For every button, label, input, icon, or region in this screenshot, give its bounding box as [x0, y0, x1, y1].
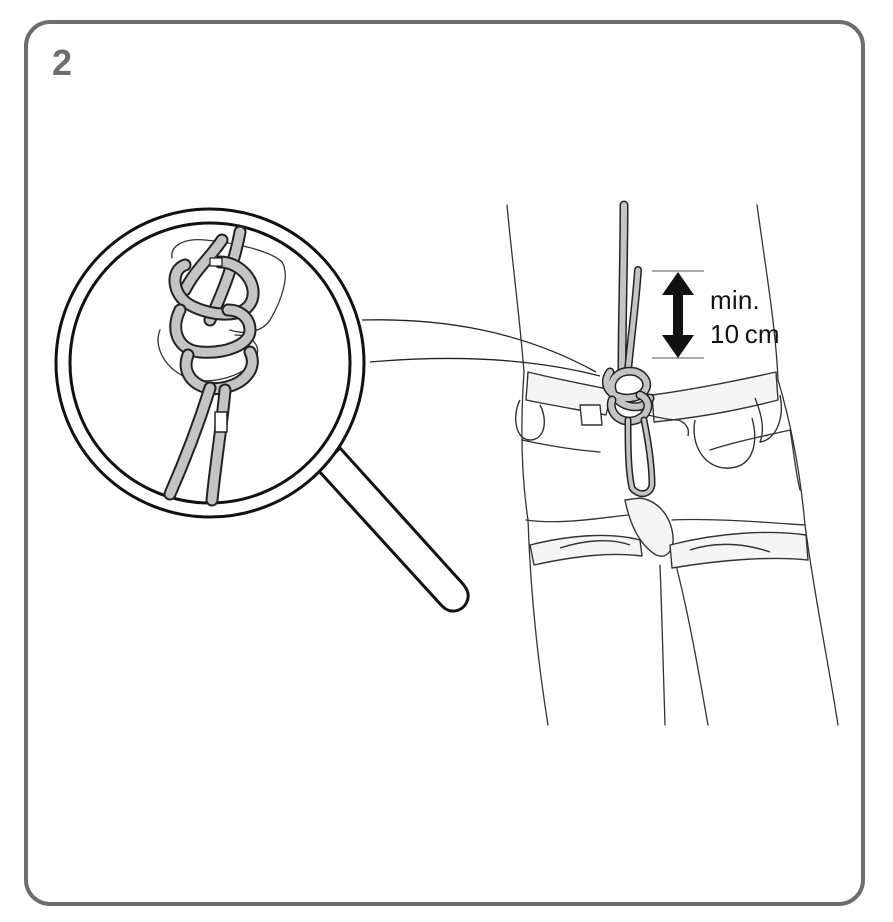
step-number: 2 — [52, 42, 73, 83]
zoomed-knot — [157, 225, 286, 507]
person-outline — [506, 204, 839, 726]
dimension-label-min: min. — [710, 285, 760, 315]
rope-main — [601, 200, 656, 498]
zoom-connector — [361, 319, 601, 377]
magnifying-glass-icon — [54, 207, 470, 613]
harness — [514, 371, 809, 569]
double-arrow-icon — [662, 272, 694, 358]
dimension-label-length: 10 cm — [710, 319, 780, 349]
dimension-indicator — [652, 270, 704, 359]
